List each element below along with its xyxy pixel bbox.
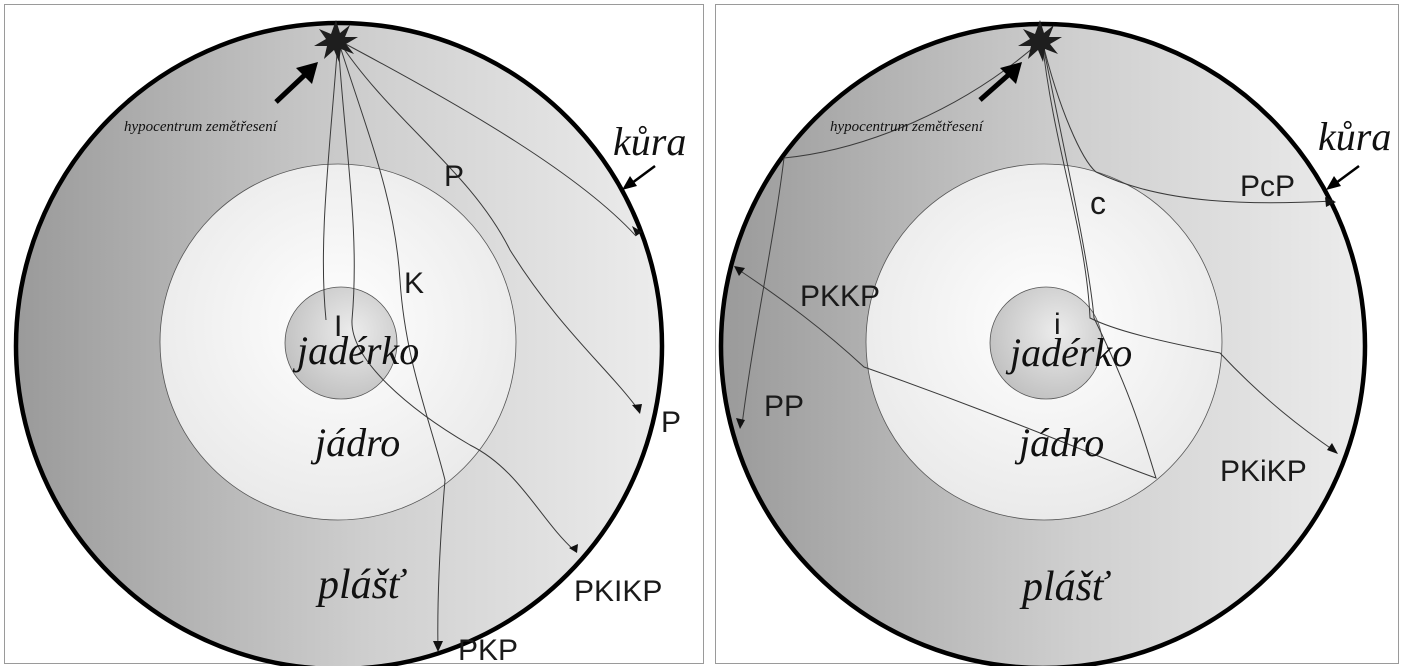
explosion-star-icon (1018, 20, 1062, 62)
right-inner-core (989, 286, 1103, 400)
left-inner-core (284, 286, 398, 400)
explosion-star-icon (314, 20, 358, 62)
left-crust-line (13, 20, 665, 666)
ray-pcp (1041, 39, 1335, 204)
left-mantle-label: plášť (315, 562, 407, 608)
ray-pp (741, 39, 1043, 426)
left-inner-core-label: jadérko (292, 328, 419, 373)
pointer-arrow-icon (622, 164, 656, 190)
right-inner-core-label: jadérko (1005, 330, 1132, 375)
ray-p-upper-arrowhead (632, 226, 642, 236)
pointer-arrow-icon (274, 62, 318, 104)
left-ray-paths (322, 39, 641, 651)
right-wave-c: c (1090, 185, 1106, 221)
right-core-label: jádro (1014, 420, 1104, 465)
pointer-arrow-icon (1326, 164, 1360, 190)
ray-p-upper (337, 39, 637, 237)
right-mantle-label: plášť (1019, 564, 1111, 610)
right-wave-pkikp: PKiKP (1220, 455, 1307, 488)
right-diagram-panel: hypocentrum zemětřesení kůra plášť jádro… (714, 0, 1401, 666)
pointer-arrow-icon (978, 62, 1022, 102)
left-earth-diagram: hypocentrum zemětřesení kůra plášť jádro… (13, 20, 686, 666)
right-hypocenter-label: hypocentrum zemětřesení (830, 119, 985, 135)
left-wave-k: K (404, 267, 424, 300)
left-wave-i: I (334, 310, 342, 343)
ray-pp-arrowhead (736, 418, 745, 429)
right-wave-i: i (1054, 308, 1061, 341)
right-ray-paths (735, 39, 1337, 479)
ray-pkkp-arrowhead (734, 266, 745, 276)
ray-p-lower (337, 39, 641, 413)
left-wave-p-lower: P (661, 406, 681, 439)
left-crust-label: kůra (613, 119, 686, 164)
ray-pkikp-arrowhead (569, 544, 578, 553)
left-wave-pkikp: PKIKP (574, 575, 662, 608)
ray-pkp-arrowhead (433, 641, 443, 652)
right-crust-line (718, 21, 1368, 666)
left-diagram-panel: hypocentrum zemětřesení kůra plášť jádro… (4, 4, 704, 666)
left-wave-p-upper: P (444, 160, 464, 193)
ray-pkp (337, 39, 446, 651)
ray-p-lower-arrowhead (632, 404, 642, 414)
left-hypocenter-label: hypocentrum zemětřesení (124, 119, 279, 135)
left-core-label: jádro (310, 420, 400, 465)
right-wave-pcp: PcP (1240, 170, 1295, 203)
ray-pkikp (1041, 39, 1337, 453)
right-wave-pkkp: PKKP (800, 280, 880, 313)
right-earth-diagram: hypocentrum zemětřesení kůra plášť jádro… (718, 20, 1391, 666)
ray-pkikp (337, 39, 576, 552)
ray-pkikp-arrowhead (1327, 443, 1338, 454)
ray-pkkp (735, 39, 1157, 479)
ray-pcp-arrowhead (1325, 197, 1336, 207)
left-wave-pkp: PKP (458, 634, 518, 666)
right-crust-label: kůra (1318, 114, 1391, 159)
ray-i (322, 39, 339, 321)
right-wave-pp: PP (764, 390, 804, 423)
